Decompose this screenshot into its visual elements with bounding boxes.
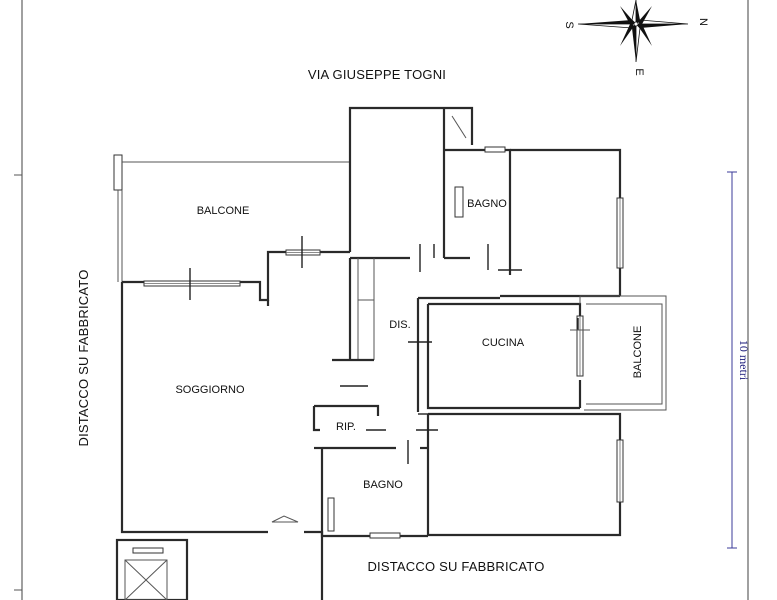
compass-north-label: N <box>697 18 709 26</box>
compass-rose <box>577 0 689 63</box>
room-label-rip: RIP. <box>336 421 356 433</box>
scale-label: 10 metri <box>737 340 751 381</box>
street-label: VIA GIUSEPPE TOGNI <box>308 67 446 82</box>
page-frame <box>14 0 749 600</box>
side-label-bottom: DISTACCO SU FABBRICATO <box>367 559 544 574</box>
room-label-soggiorno: SOGGIORNO <box>175 384 245 396</box>
room-label-balcone-top: BALCONE <box>197 205 250 217</box>
room-label-bagno-top: BAGNO <box>467 198 507 210</box>
room-label-balcone-right: BALCONE <box>632 326 644 379</box>
doors <box>189 236 590 523</box>
room-label-bagno-bottom: BAGNO <box>363 479 403 491</box>
scale-bar <box>727 171 737 549</box>
compass-south-label: S <box>563 21 575 28</box>
room-label-cucina: CUCINA <box>482 337 525 349</box>
windows <box>143 146 624 539</box>
room-label-dis: DIS. <box>389 319 410 331</box>
side-label-left: DISTACCO SU FABBRICATO <box>76 269 91 446</box>
shaft-diagonal <box>451 115 467 139</box>
compass-east-label: E <box>633 68 645 75</box>
